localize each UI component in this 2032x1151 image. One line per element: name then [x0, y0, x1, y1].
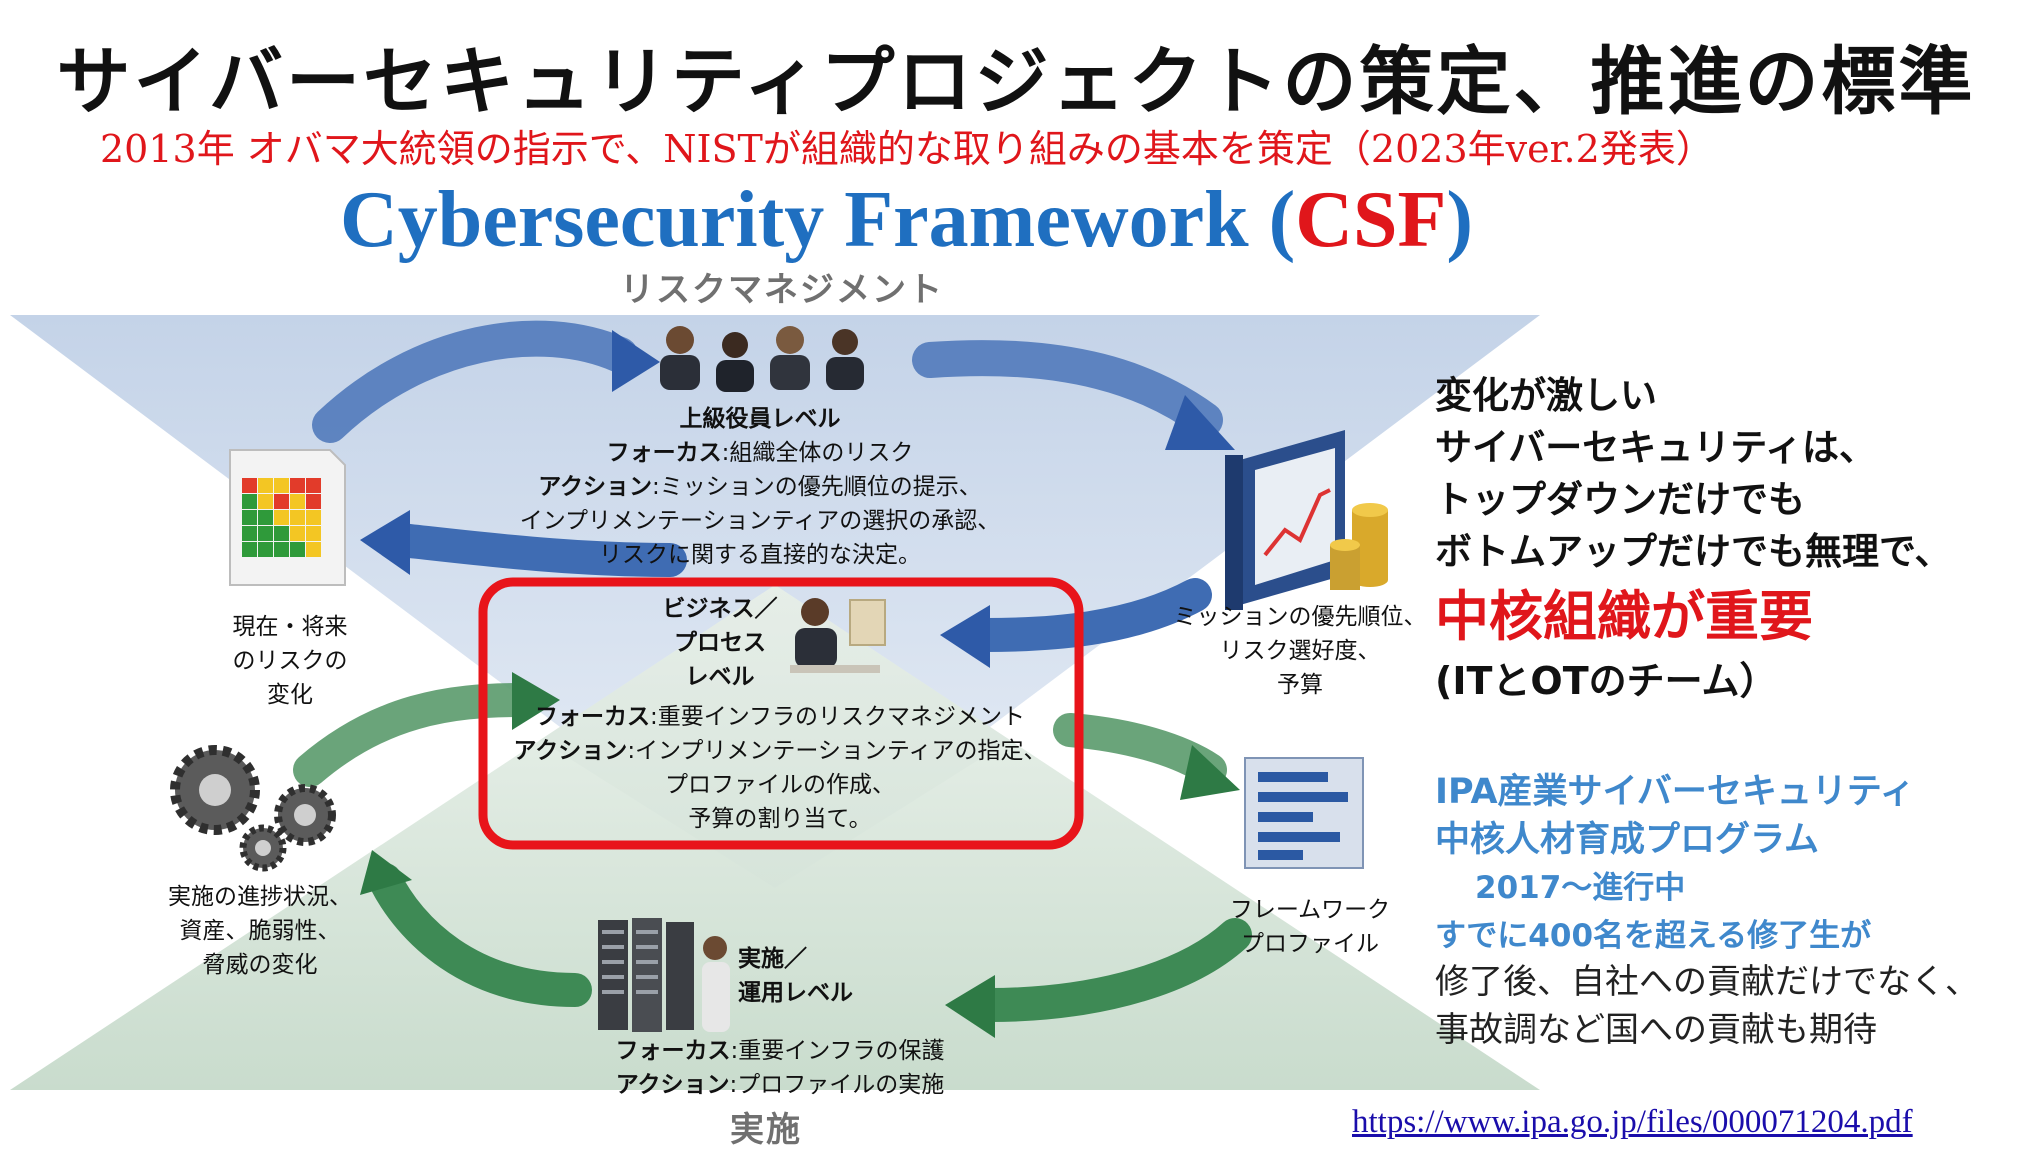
arrow-top-left-arc [312, 320, 638, 443]
business-diamond [540, 585, 1010, 888]
arrow-head-green-2 [1180, 745, 1240, 800]
senior-level-heading: 上級役員レベル [679, 406, 841, 432]
operations-action: アクション:プロファイルの実施 [615, 1072, 945, 1098]
ipa-program-block: IPA産業サイバーセキュリティ 中核人材育成プログラム 2017〜進行中 すでに… [1435, 772, 1915, 954]
right-panel-statement: 変化が激しい サイバーセキュリティは、 トップダウンだけでも ボトムアップだけで… [1435, 374, 1952, 573]
senior-action: アクション:ミッションの優先順位の提示、 [538, 474, 982, 500]
senior-focus: フォーカス:組織全体のリスク [606, 440, 914, 466]
server-room-icon [598, 918, 730, 1032]
arrow-right-to-business [968, 578, 1212, 652]
senior-action-line2: インプリメンテーションティアの選択の承認、 [519, 508, 1001, 534]
page-title: サイバーセキュリティプロジェクトの策定、推進の標準 [56, 39, 1976, 125]
operations-focus: フォーカス:重要インフラの保護 [615, 1038, 945, 1064]
arrow-head-green-1 [512, 672, 560, 730]
budget-binder-icon [1225, 430, 1388, 610]
senior-action-line3: リスクに関する直接的な決定。 [599, 542, 921, 568]
business-person-icon [790, 598, 886, 673]
arrow-head-left [360, 510, 410, 575]
framework-name: Cybersecurity Framework ( [340, 176, 1296, 264]
implementation-label: 実施 [730, 1110, 802, 1150]
source-link[interactable]: https://www.ipa.go.jp/files/000071204.pd… [1352, 1104, 1913, 1140]
risk-matrix-icon [229, 449, 346, 586]
risk-change-label: 現在・将来 のリスクの 変化 [232, 614, 348, 708]
highlight-box [478, 577, 1084, 850]
arrow-head-green-4 [360, 850, 412, 895]
core-organization-emphasis: 中核組織が重要 [1435, 585, 1813, 648]
business-focus: フォーカス:重要インフラのリスクマネジメント [534, 704, 1026, 730]
business-action-line2: プロファイルの作成、 [665, 772, 895, 798]
arrow-head-top-right [1165, 395, 1235, 450]
business-level-block: フォーカス:重要インフラのリスクマネジメント アクション:インプリメンテーション… [490, 700, 1070, 836]
executives-icon [660, 326, 864, 392]
arrow-left-to-business [293, 683, 537, 787]
business-action-line3: 予算の割り当て。 [688, 806, 872, 832]
operations-level-heading: 実施／ 運用レベル [738, 946, 853, 1006]
arrow-senior-to-left [383, 523, 687, 577]
business-level-heading: ビジネス／ プロセス レベル [662, 596, 778, 690]
arrow-ops-to-left [368, 863, 592, 1007]
framework-profile-icon [1244, 757, 1364, 869]
arrow-profile-to-ops [973, 918, 1252, 1022]
business-action: アクション:インプリメンテーションティアの指定、 [513, 738, 1047, 764]
framework-profile-label: フレームワーク プロファイル [1229, 897, 1391, 957]
mission-priority-label: ミッションの優先順位、 リスク選好度、 予算 [1173, 604, 1427, 698]
gears-icon [170, 745, 336, 872]
risk-management-label: リスクマネジメント [620, 270, 944, 310]
subtitle: 2013年 オバマ大統領の指示で、NISTが組織的な取り組みの基本を策定（202… [100, 127, 1714, 171]
senior-level-block: 上級役員レベル フォーカス:組織全体のリスク アクション:ミッションの優先順位の… [480, 402, 1040, 572]
framework-abbrev: CSF [1295, 176, 1447, 264]
framework-close: ) [1446, 176, 1474, 264]
it-ot-team: (ITとOTのチーム） [1435, 659, 1778, 703]
contribution-note: 修了後、自社への貢献だけでなく、 事故調など国への貢献も期待 [1435, 962, 1979, 1050]
framework-title: Cybersecurity Framework (CSF) [340, 175, 1473, 266]
arrow-head-top-left [612, 330, 660, 392]
arrow-head-green-3 [945, 975, 995, 1038]
arrow-head-business [940, 605, 990, 668]
operations-level-block: フォーカス:重要インフラの保護 アクション:プロファイルの実施 [530, 1034, 1030, 1102]
progress-change-label: 実施の進捗状況、 資産、脆弱性、 脅威の変化 [168, 884, 352, 978]
